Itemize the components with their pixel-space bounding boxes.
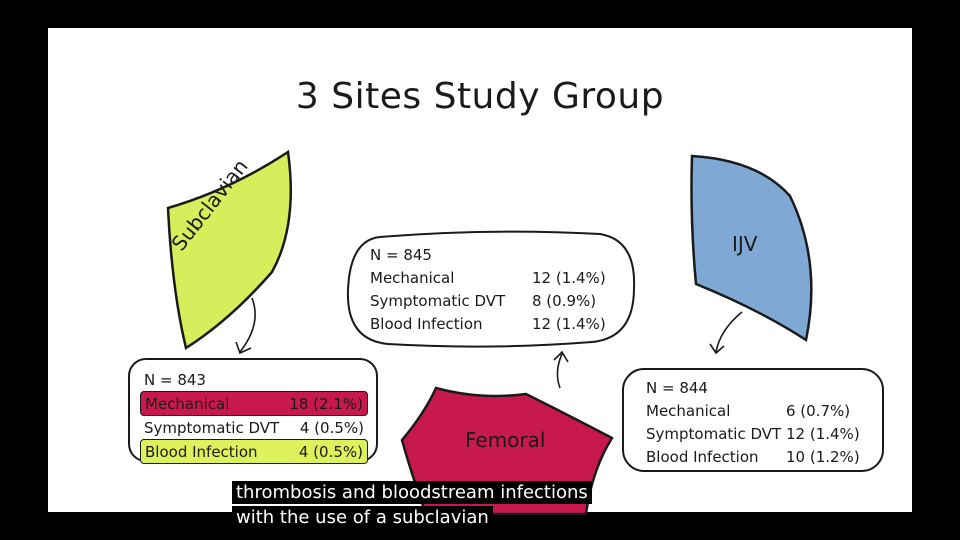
femoral-stats-box: N = 845 Mechanical 12 (1.4%) Symptomatic… xyxy=(370,243,606,335)
femoral-row-dvt: Symptomatic DVT 8 (0.9%) xyxy=(370,291,597,310)
caption-line-1: thrombosis and bloodstream infections xyxy=(232,481,592,504)
ijv-row-dvt: Symptomatic DVT 12 (1.4%) xyxy=(646,424,860,443)
subclavian-row-dvt: Symptomatic DVT 4 (0.5%) xyxy=(144,418,364,437)
femoral-n: N = 845 xyxy=(370,245,432,264)
femoral-arrow xyxy=(553,350,569,389)
ijv-label: IJV xyxy=(732,232,758,256)
slide-title: 3 Sites Study Group xyxy=(295,76,665,117)
femoral-label: Femoral xyxy=(465,428,546,452)
ijv-arrow xyxy=(709,311,743,355)
ijv-n: N = 844 xyxy=(646,378,708,397)
ijv-row-mechanical: Mechanical 6 (0.7%) xyxy=(646,401,851,420)
femoral-row-mechanical: Mechanical 12 (1.4%) xyxy=(370,268,606,287)
subclavian-stats-box: N = 843 Mechanical 18 (2.1%) Symptomatic… xyxy=(128,358,378,464)
subclavian-shape xyxy=(166,149,292,350)
ijv-row-blood: Blood Infection 10 (1.2%) xyxy=(646,447,860,466)
subclavian-arrow xyxy=(235,297,256,355)
femoral-stats-outline xyxy=(346,230,636,348)
caption-line-2: with the use of a subclavian xyxy=(232,506,493,529)
ijv-shape xyxy=(690,154,813,343)
subclavian-row-mechanical: Mechanical 18 (2.1%) xyxy=(140,391,368,416)
subclavian-row-blood: Blood Infection 4 (0.5%) xyxy=(140,439,368,464)
subclavian-n: N = 843 xyxy=(144,370,206,389)
ijv-stats-box: N = 844 Mechanical 6 (0.7%) Symptomatic … xyxy=(622,368,884,472)
femoral-row-blood: Blood Infection 12 (1.4%) xyxy=(370,314,606,333)
